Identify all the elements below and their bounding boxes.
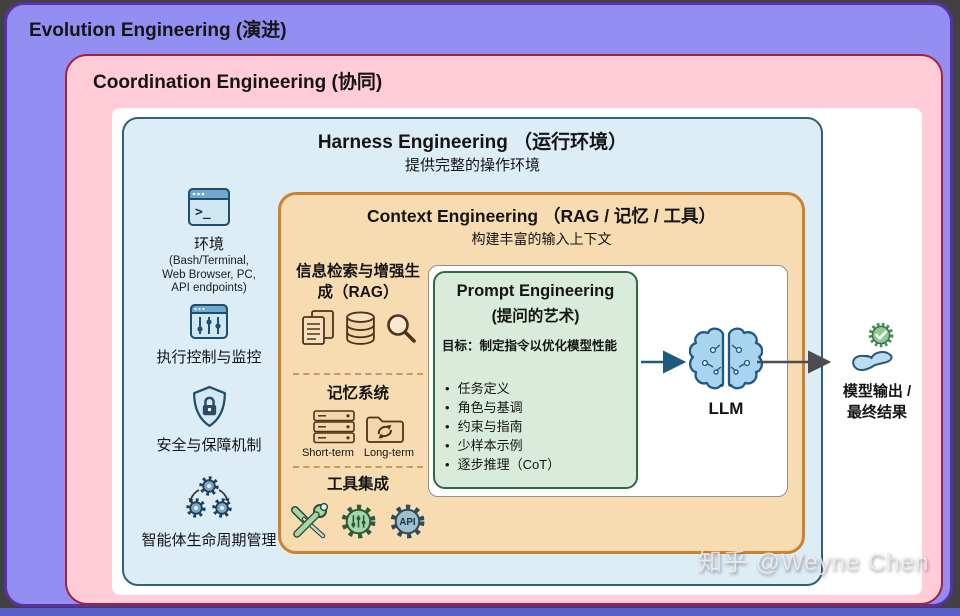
section-divider [293, 373, 423, 375]
database-icon [345, 311, 375, 345]
harness-item-lifecycle: 智能体生命周期管理 [130, 475, 288, 551]
harness-item-label: 执行控制与监控 [156, 349, 262, 366]
watermark: 知乎 @Weyne Chen [698, 549, 930, 576]
magnifier-icon [386, 314, 416, 343]
section-divider [293, 466, 423, 468]
output-label-line1: 模型输出 / [842, 383, 912, 400]
context-subtitle: 构建丰富的输入上下文 [471, 231, 612, 247]
harness-item-sublabel: API endpoints) [171, 282, 247, 294]
bottom-edge-strip [0, 608, 960, 616]
memory-title: 记忆系统 [326, 385, 389, 402]
harness-item-sublabel: Web Browser, PC, [162, 268, 256, 281]
memory-section: 记忆系统 Short-term Lon [287, 383, 429, 459]
api-gear-icon: API [390, 504, 425, 539]
gear-sliders-icon [341, 504, 376, 539]
harness-item-label: 安全与保障机制 [156, 437, 262, 454]
prompt-title: Prompt Engineering [456, 282, 615, 300]
prompt-bullet: 任务定义 [445, 379, 560, 398]
wrench-screwdriver-icon [291, 502, 329, 539]
harness-title: Harness Engineering （运行环境） [317, 132, 628, 153]
server-stack-icon [313, 410, 355, 444]
rag-section: 信息检索与增强生 成（RAG） [287, 261, 429, 346]
harness-item-environment: >_ 环境 (Bash/Terminal, Web Browser, PC, A… [130, 187, 288, 296]
brain-icon [688, 327, 764, 390]
prompt-bullet-list: 任务定义 角色与基调 约束与指南 少样本示例 逐步推理（CoT） [445, 379, 561, 474]
llm-label: LLM [708, 399, 744, 418]
lifecycle-gears-icon [186, 476, 232, 518]
llm-block: LLM [686, 324, 766, 419]
prompt-bullet: 逐步推理（CoT） [445, 455, 561, 474]
harness-item-sublabel: (Bash/Terminal, [169, 255, 249, 267]
rag-title-line2: 成（RAG） [317, 284, 399, 301]
harness-item-security: 安全与保障机制 [130, 385, 288, 456]
hand-holding-badge-icon [852, 322, 894, 371]
output-label-line2: 最终结果 [846, 404, 907, 421]
rag-title-line1: 信息检索与增强生 [295, 263, 420, 280]
control-sliders-icon [190, 304, 228, 339]
prompt-bullet: 角色与基调 [445, 398, 560, 417]
prompt-bullet: 约束与指南 [445, 417, 560, 436]
prompt-subtitle: (提问的艺术) [491, 308, 580, 325]
prompt-bullet: 少样本示例 [445, 436, 560, 455]
documents-icon [301, 310, 334, 345]
memory-longterm-label: Long-term [363, 447, 415, 459]
tools-title: 工具集成 [326, 476, 389, 493]
memory-shortterm-label: Short-term [301, 447, 354, 459]
harness-item-execution-control: 执行控制与监控 [130, 303, 288, 368]
sync-folder-icon [366, 416, 404, 443]
prompt-goal: 目标：制定指令以优化模型性能 [442, 339, 618, 353]
harness-item-label: 智能体生命周期管理 [141, 532, 277, 549]
coordination-title: Coordination Engineering (协同) [93, 72, 383, 93]
evolution-title: Evolution Engineering (演进) [29, 20, 287, 41]
terminal-window-icon: >_ [188, 188, 230, 226]
shield-lock-icon [192, 385, 226, 428]
prompt-engineering-box: Prompt Engineering (提问的艺术) 目标：制定指令以优化模型性… [433, 271, 638, 489]
context-title: Context Engineering （RAG / 记忆 / 工具） [366, 206, 717, 226]
model-output-block: 模型输出 / 最终结果 [828, 322, 926, 423]
tools-section: 工具集成 [287, 474, 429, 542]
svg-text:API: API [399, 517, 416, 528]
svg-text:>_: >_ [195, 205, 211, 220]
harness-subtitle: 提供完整的操作环境 [404, 157, 540, 174]
harness-item-label: 环境 [193, 236, 224, 253]
